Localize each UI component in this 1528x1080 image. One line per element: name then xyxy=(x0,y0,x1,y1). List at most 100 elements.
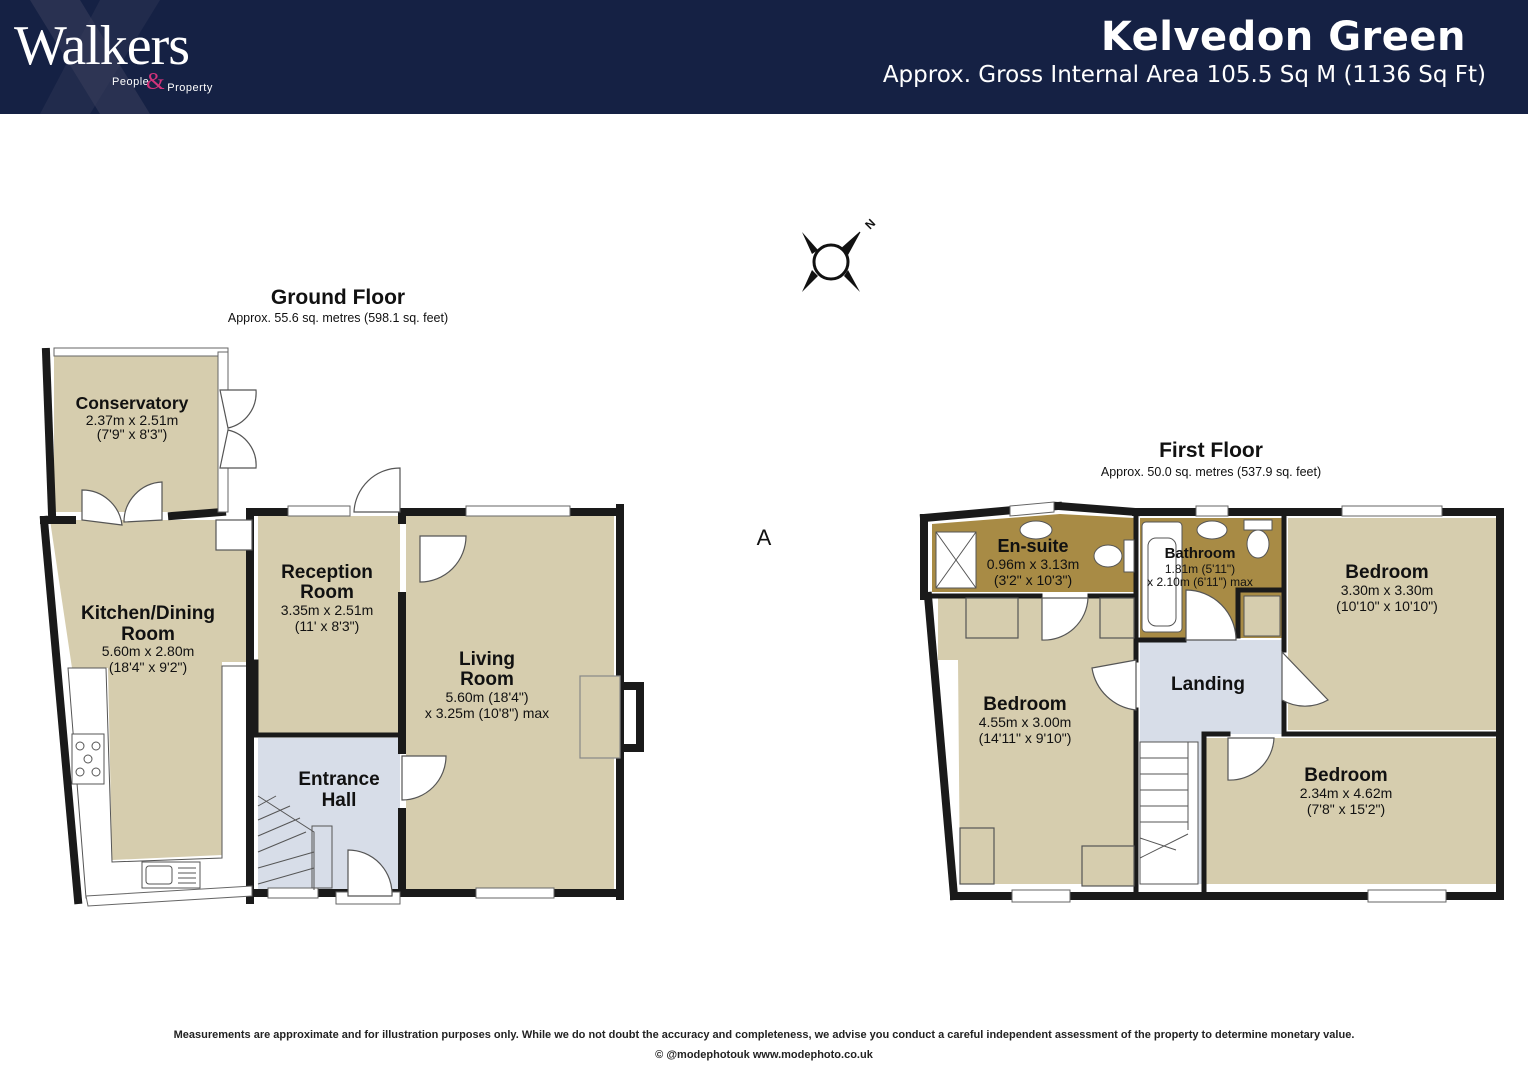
room-dims: 5.60m x 2.80m xyxy=(102,643,195,659)
bedroom-fill xyxy=(938,598,1134,884)
room-dims: 0.96m x 3.13m xyxy=(987,556,1080,572)
brand-ampersand: & xyxy=(146,69,165,95)
first-floor: First Floor Approx. 50.0 sq. metres (537… xyxy=(919,439,1504,903)
toilet xyxy=(1093,544,1123,568)
chimney-breast xyxy=(579,675,621,759)
window xyxy=(1341,505,1443,517)
ground-floor: Ground Floor Approx. 55.6 sq. metres (59… xyxy=(39,286,644,907)
toilet xyxy=(1246,529,1270,559)
room-dims: 3.30m x 3.30m xyxy=(1341,582,1434,598)
room-name: Bedroom xyxy=(1345,562,1428,583)
property-area: Approx. Gross Internal Area 105.5 Sq M (… xyxy=(882,62,1486,88)
door-swing xyxy=(123,481,163,523)
ground-floor-title: Ground Floor xyxy=(271,286,405,309)
door-swing xyxy=(401,755,447,801)
room-name: Conservatory xyxy=(76,393,189,413)
room-name: Room xyxy=(460,669,514,690)
living-fill xyxy=(406,516,614,890)
room-name: Room xyxy=(121,624,175,645)
door-swing xyxy=(1227,737,1275,781)
reception-fill xyxy=(258,516,400,734)
compass-icon: N xyxy=(802,216,878,292)
room-name: Bedroom xyxy=(1304,765,1387,786)
room-dims: (18'4" x 9'2") xyxy=(109,659,187,675)
basin xyxy=(1019,520,1053,540)
window xyxy=(267,887,319,899)
first-floor-title: First Floor xyxy=(1159,439,1263,462)
room-name: Bedroom xyxy=(983,694,1066,715)
room-dims: 2.34m x 4.62m xyxy=(1300,785,1393,801)
room-dims: 2.37m x 2.51m xyxy=(86,412,179,428)
room-dims: (14'11" x 9'10") xyxy=(979,730,1072,746)
brand-tagline-right: Property xyxy=(167,82,213,94)
room-dims: (11' x 8'3") xyxy=(295,618,360,634)
door-swing xyxy=(353,467,401,513)
disclaimer-text: Measurements are approximate and for ill… xyxy=(173,1029,1355,1041)
room-dims: (3'2" x 10'3") xyxy=(994,572,1072,588)
door-swing xyxy=(219,389,257,429)
room-name: Entrance xyxy=(298,769,379,790)
room-dims: (7'9" x 8'3") xyxy=(97,426,168,442)
room-dims: x 3.25m (10'8") max xyxy=(425,705,549,721)
wardrobe xyxy=(959,827,995,885)
room-name: Living xyxy=(459,649,515,670)
hob xyxy=(71,733,105,785)
room-name: En-suite xyxy=(997,536,1068,556)
stairs xyxy=(257,795,315,890)
cupboard xyxy=(215,519,253,551)
room-dims: (7'8" x 15'2") xyxy=(1307,801,1385,817)
basin xyxy=(1196,520,1228,540)
room-name: Room xyxy=(300,582,354,603)
marker-label: A xyxy=(757,525,772,550)
room-dims: 5.60m (18'4") xyxy=(445,689,528,705)
room-dims: 3.35m x 2.51m xyxy=(281,602,374,618)
hall-fill xyxy=(258,738,400,890)
stairs xyxy=(1139,741,1199,885)
room-dims: 4.55m x 3.00m xyxy=(979,714,1072,730)
wardrobe xyxy=(965,597,1019,639)
wardrobe xyxy=(1081,845,1135,887)
door-swing xyxy=(1185,589,1237,641)
wardrobe xyxy=(1099,597,1135,639)
window xyxy=(475,887,555,899)
brand-logo: Walkers xyxy=(14,15,190,77)
room-name: Bathroom xyxy=(1165,545,1236,562)
room-dims: x 2.10m (6'11") max xyxy=(1147,575,1253,589)
property-title: Kelvedon Green xyxy=(1100,14,1466,60)
first-floor-area: Approx. 50.0 sq. metres (537.9 sq. feet) xyxy=(1101,465,1321,479)
door-swing xyxy=(1281,650,1329,707)
room-dims: (10'10" x 10'10") xyxy=(1336,598,1438,614)
door-swing xyxy=(219,429,257,469)
room-dims: 1.81m (5'11") xyxy=(1165,562,1235,576)
door-swing xyxy=(1041,597,1089,641)
door-swing xyxy=(347,849,393,897)
ensuite-fill xyxy=(932,514,1134,592)
kitchen-fill xyxy=(50,520,252,860)
logo-watermark xyxy=(30,0,160,114)
window xyxy=(1009,501,1055,517)
door-swing xyxy=(1091,659,1137,711)
conservatory-fill xyxy=(54,352,218,512)
room-name: Landing xyxy=(1171,674,1245,695)
window xyxy=(85,885,253,907)
ground-floor-area: Approx. 55.6 sq. metres (598.1 sq. feet) xyxy=(228,311,448,325)
door-swing xyxy=(419,535,467,583)
room-name: Hall xyxy=(322,790,357,811)
compass-north-label: N xyxy=(862,216,878,232)
window xyxy=(287,505,351,517)
door-swing xyxy=(81,489,123,526)
landing-fill xyxy=(1140,640,1282,884)
credit-text: © @modephotouk www.modephoto.co.uk xyxy=(655,1049,873,1061)
conservatory-frame xyxy=(53,347,229,357)
sink xyxy=(141,861,201,889)
window xyxy=(1195,505,1229,517)
room-name: Kitchen/Dining xyxy=(81,603,215,624)
brand-tagline-left: People xyxy=(112,76,150,88)
room-name: Reception xyxy=(281,562,373,583)
window xyxy=(1367,889,1447,903)
window xyxy=(465,505,571,517)
window xyxy=(1011,889,1071,903)
